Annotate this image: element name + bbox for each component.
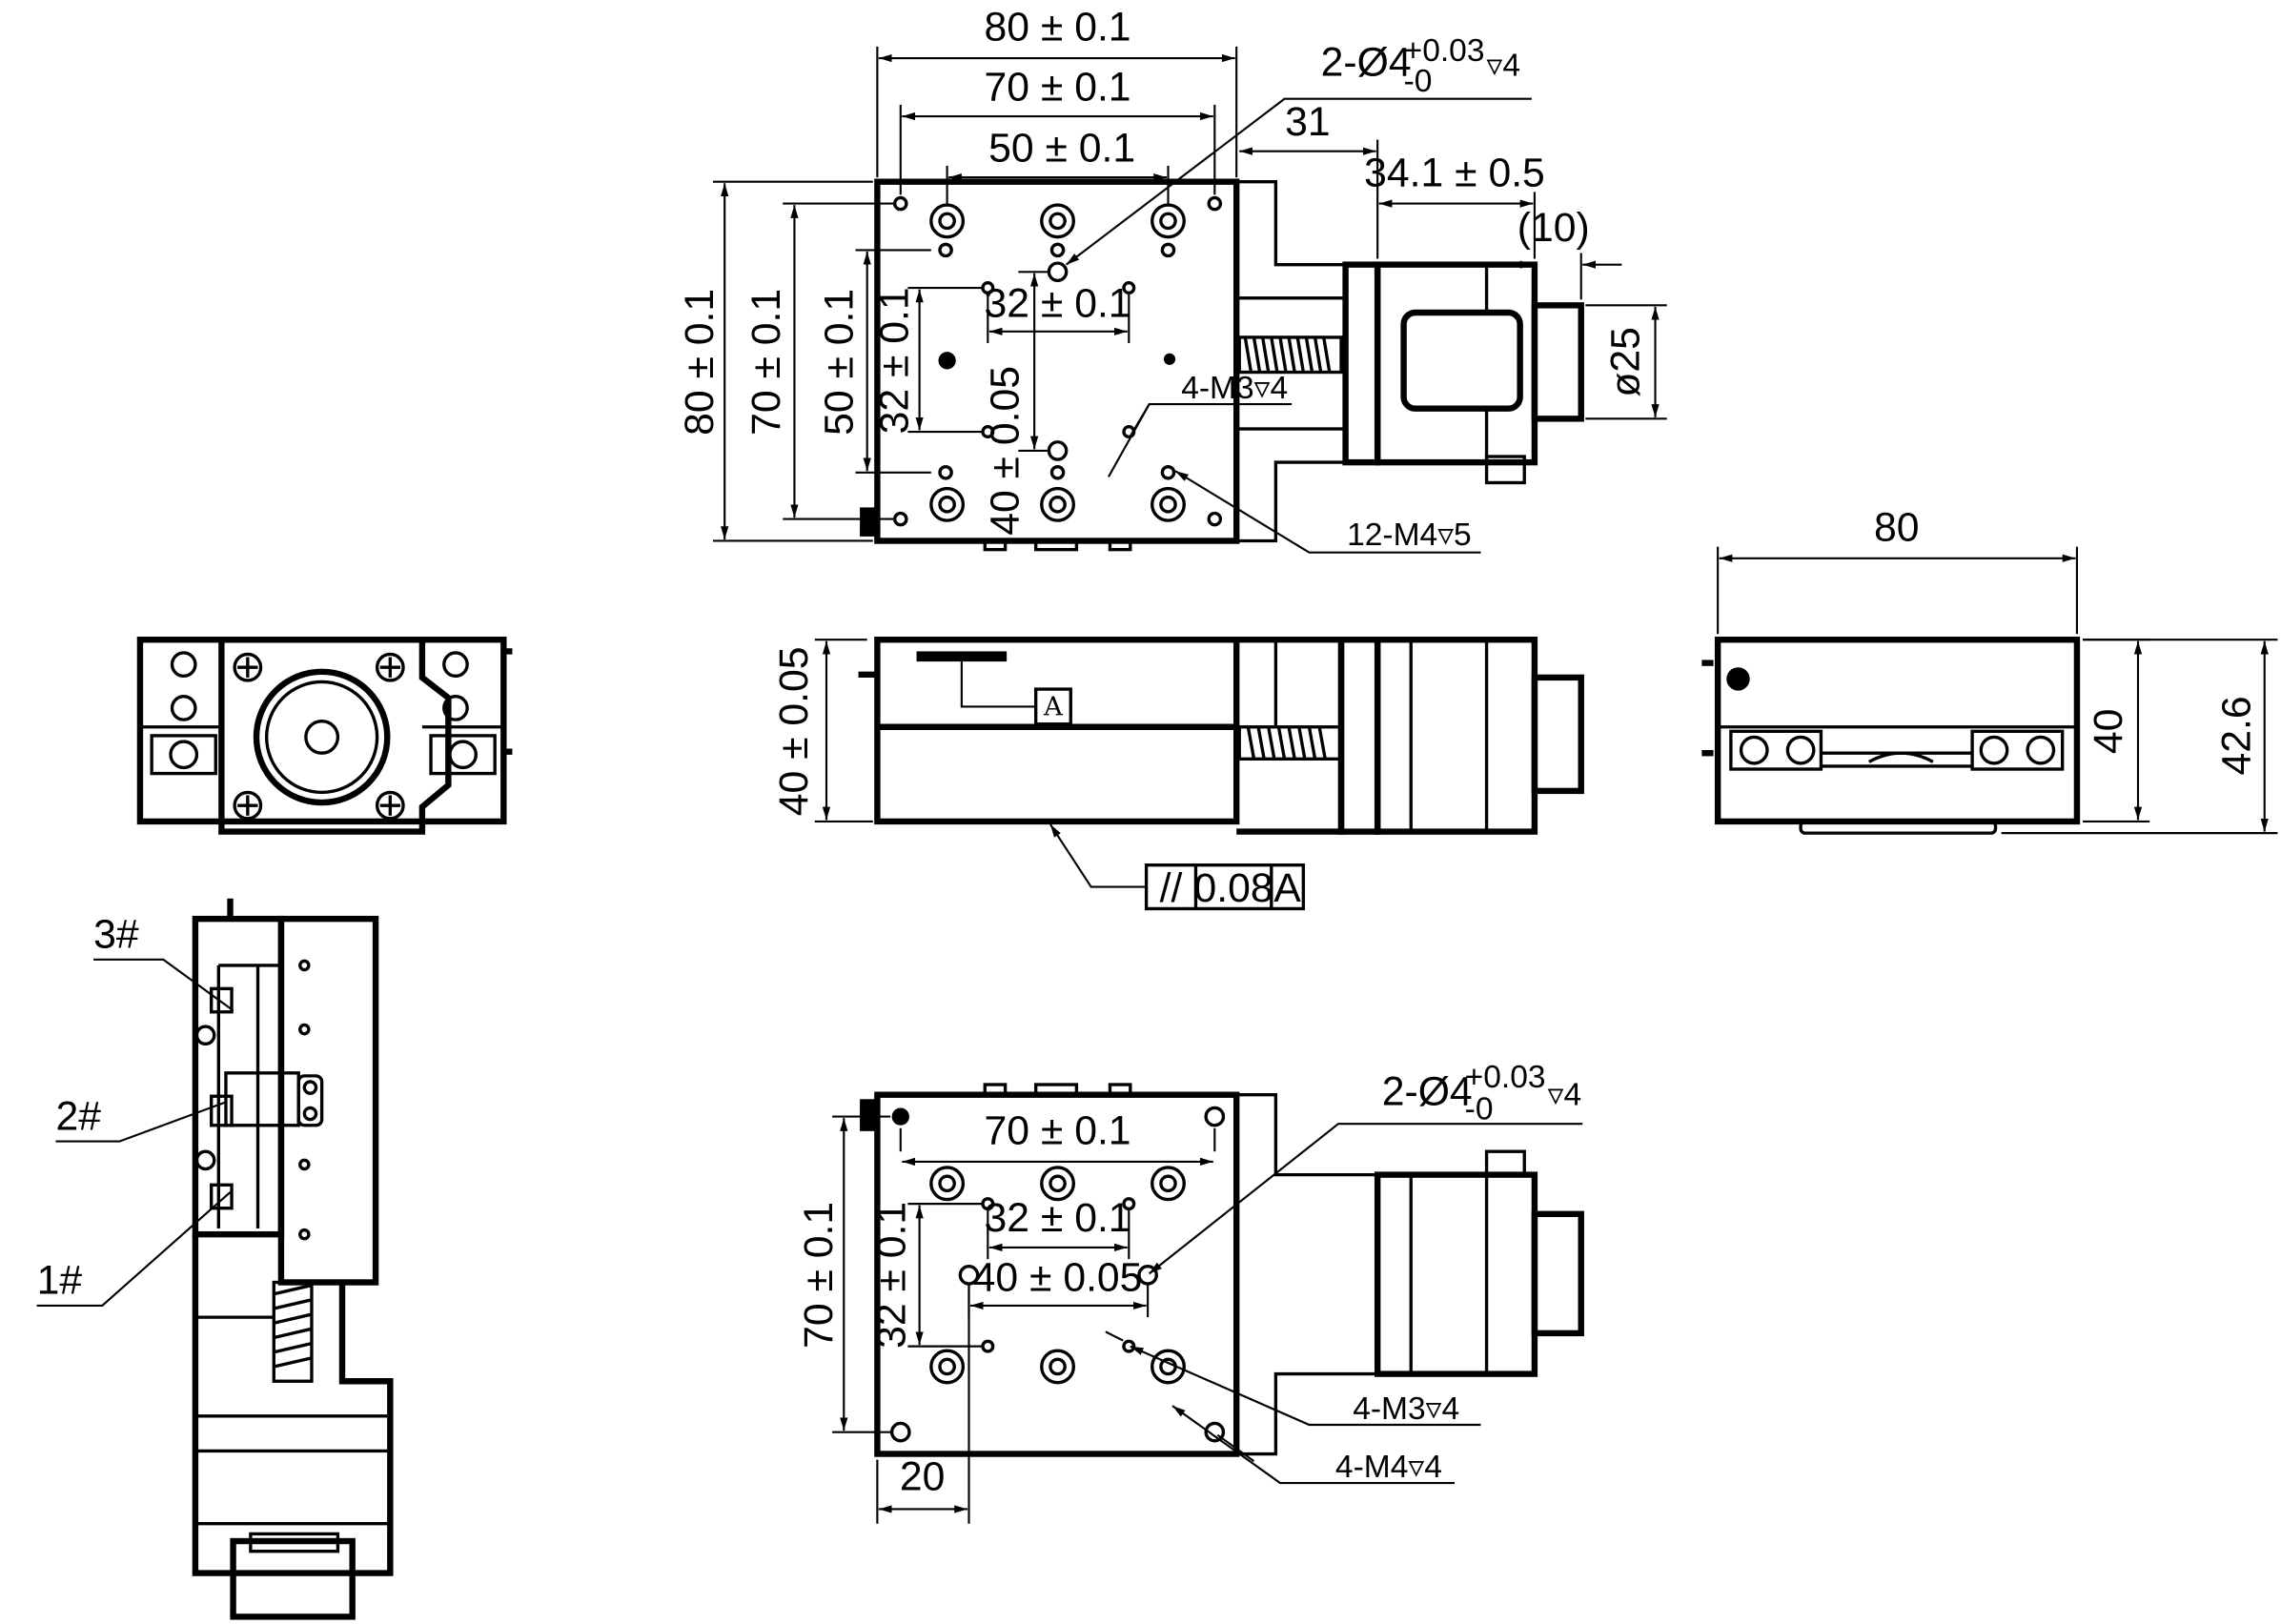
- top-extension-upper: [1236, 180, 1346, 267]
- bottom-thread-m4-label: 4-M4▿4: [1335, 1450, 1442, 1485]
- top-width-70-label: 70 ± 0.1: [985, 64, 1131, 110]
- top-hole-depth: ▿4: [1487, 48, 1521, 83]
- top-knob-length-label: (10): [1517, 205, 1590, 251]
- bottom-height-70-label: 70 ± 0.1: [796, 1202, 842, 1349]
- side-height-40-label: 40: [2086, 709, 2131, 755]
- sensor-lead-screw: [272, 1280, 314, 1383]
- bottom-spacing-40-h-label: 40 ± 0.05: [973, 1255, 1143, 1301]
- sensor-view: 3# 2# 1#: [37, 898, 394, 1620]
- sensor-knob: [230, 1537, 356, 1620]
- top-offset-31-label: 31: [1285, 99, 1331, 145]
- side-width-80-label: 80: [1874, 504, 1920, 550]
- top-height-50-label: 50 ± 0.1: [816, 289, 862, 436]
- end-view: [136, 637, 513, 835]
- front-datum-box: [1033, 687, 1072, 726]
- bottom-knob: [1531, 1210, 1584, 1337]
- bottom-offset-20-label: 20: [900, 1454, 946, 1500]
- sensor-carriage: [277, 915, 379, 1286]
- top-lead-screw: [1237, 335, 1343, 375]
- top-counterbore-holes: [929, 203, 1186, 522]
- sensor-3-label: 3#: [93, 912, 139, 958]
- front-datum-surface: [916, 651, 1008, 662]
- bottom-hole-depth: ▿4: [1548, 1077, 1582, 1112]
- top-thread-m4-label: 12-M4▿5: [1347, 518, 1472, 553]
- top-small-holes: [893, 195, 1223, 527]
- front-body-outline: [874, 637, 1240, 825]
- top-motor-length-label: 34.1 ± 0.5: [1364, 150, 1545, 195]
- top-spacing-32-h-label: 32 ± 0.1: [985, 281, 1131, 327]
- bottom-counterbore-holes: [929, 1166, 1186, 1385]
- front-parallel-tolerance: 0.08: [1194, 865, 1273, 911]
- top-knob-diameter-label: ø25: [1603, 327, 1649, 397]
- bottom-view: 2-Ø4 +0.03 -0 ▿4 70 ± 0.1 32 ± 0.1 40 ± …: [796, 1060, 1584, 1524]
- bottom-motor-body: [1374, 1171, 1538, 1377]
- top-extension-lower: [1236, 460, 1346, 543]
- front-view: A 40 ± 0.05 // 0.08 A: [771, 637, 1584, 911]
- side-view: 80 40 42.6: [1701, 504, 2278, 835]
- sensor-rail: [192, 915, 285, 1238]
- top-view: 80 ± 0.1 70 ± 0.1 50 ± 0.1 2-Ø4 +0.03 -0…: [677, 5, 1667, 554]
- top-thread-m3-label: 4-M3▿4: [1181, 371, 1288, 406]
- front-parallel-datum: A: [1273, 865, 1301, 911]
- bottom-spacing-32-h-label: 32 ± 0.1: [985, 1195, 1131, 1241]
- sensor-1-label: 1#: [37, 1258, 83, 1304]
- top-spacing-40-v-label: 40 ± 0.05: [982, 366, 1028, 536]
- top-limit-switch: [860, 507, 878, 537]
- front-parallel-frame: [1144, 863, 1306, 911]
- front-datum-letter: A: [1043, 693, 1064, 722]
- bottom-height-32-label: 32 ± 0.1: [868, 1202, 914, 1349]
- front-parallel-symbol: //: [1160, 865, 1183, 911]
- bottom-width-70-label: 70 ± 0.1: [985, 1108, 1131, 1154]
- side-base-plate: [1799, 820, 1998, 835]
- end-motor-face: [218, 637, 452, 835]
- top-height-70-label: 70 ± 0.1: [743, 289, 789, 436]
- bottom-thread-m3-label: 4-M3▿4: [1353, 1391, 1459, 1427]
- sensor-2-label: 2#: [55, 1093, 101, 1139]
- bottom-hole-spec: 2-Ø4: [1382, 1068, 1473, 1114]
- top-width-50-label: 50 ± 0.1: [988, 125, 1135, 171]
- top-motor-window: [1400, 309, 1523, 412]
- front-motor-body: [1374, 637, 1538, 835]
- top-spacing-32-v-label: 32 ± 0.1: [871, 287, 917, 434]
- side-height-42-6-label: 42.6: [2213, 696, 2259, 775]
- top-motor-flange: [1342, 261, 1381, 466]
- end-gear: [253, 668, 391, 806]
- top-hole-tol-minus: -0: [1404, 64, 1433, 99]
- top-width-80-label: 80 ± 0.1: [985, 5, 1131, 51]
- front-height-40-label: 40 ± 0.05: [771, 646, 817, 816]
- bottom-hole-tol-plus: +0.03: [1465, 1060, 1546, 1095]
- top-height-80-label: 80 ± 0.1: [677, 289, 723, 436]
- top-hole-tol-plus: +0.03: [1404, 33, 1485, 69]
- bottom-hole-tol-minus: -0: [1465, 1092, 1494, 1127]
- top-knob: [1531, 302, 1584, 422]
- front-knob: [1531, 674, 1584, 795]
- top-connector: [1484, 455, 1526, 485]
- bottom-small-holes: [889, 1106, 1226, 1443]
- top-hole-spec: 2-Ø4: [1321, 39, 1412, 85]
